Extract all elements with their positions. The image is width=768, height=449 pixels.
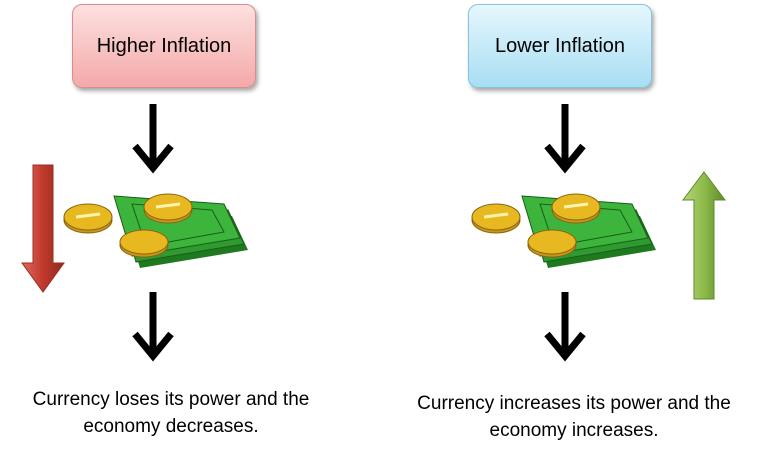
right-caption-line1: Currency increases its power and the <box>417 393 731 414</box>
right-caption: Currency increases its power and the eco… <box>388 390 760 444</box>
left-caption: Currency loses its power and the economy… <box>0 386 342 440</box>
right-caption-line2: economy increases. <box>489 420 659 441</box>
higher-inflation-label: Higher Inflation <box>96 34 232 57</box>
lower-inflation-box: Lower Inflation <box>468 4 652 88</box>
arrow-down-icon <box>544 104 586 174</box>
arrow-down-icon <box>544 292 586 362</box>
left-caption-line2: economy decreases. <box>83 416 259 437</box>
higher-inflation-box: Higher Inflation <box>72 4 256 88</box>
green-up-arrow-icon <box>682 171 726 300</box>
money-coins-icon <box>471 193 656 268</box>
arrow-down-icon <box>132 292 174 362</box>
lower-inflation-label: Lower Inflation <box>494 34 626 57</box>
money-coins-icon <box>63 193 248 268</box>
red-down-arrow-icon <box>21 164 65 293</box>
arrow-down-icon <box>132 104 174 174</box>
left-caption-line1: Currency loses its power and the <box>32 389 310 410</box>
